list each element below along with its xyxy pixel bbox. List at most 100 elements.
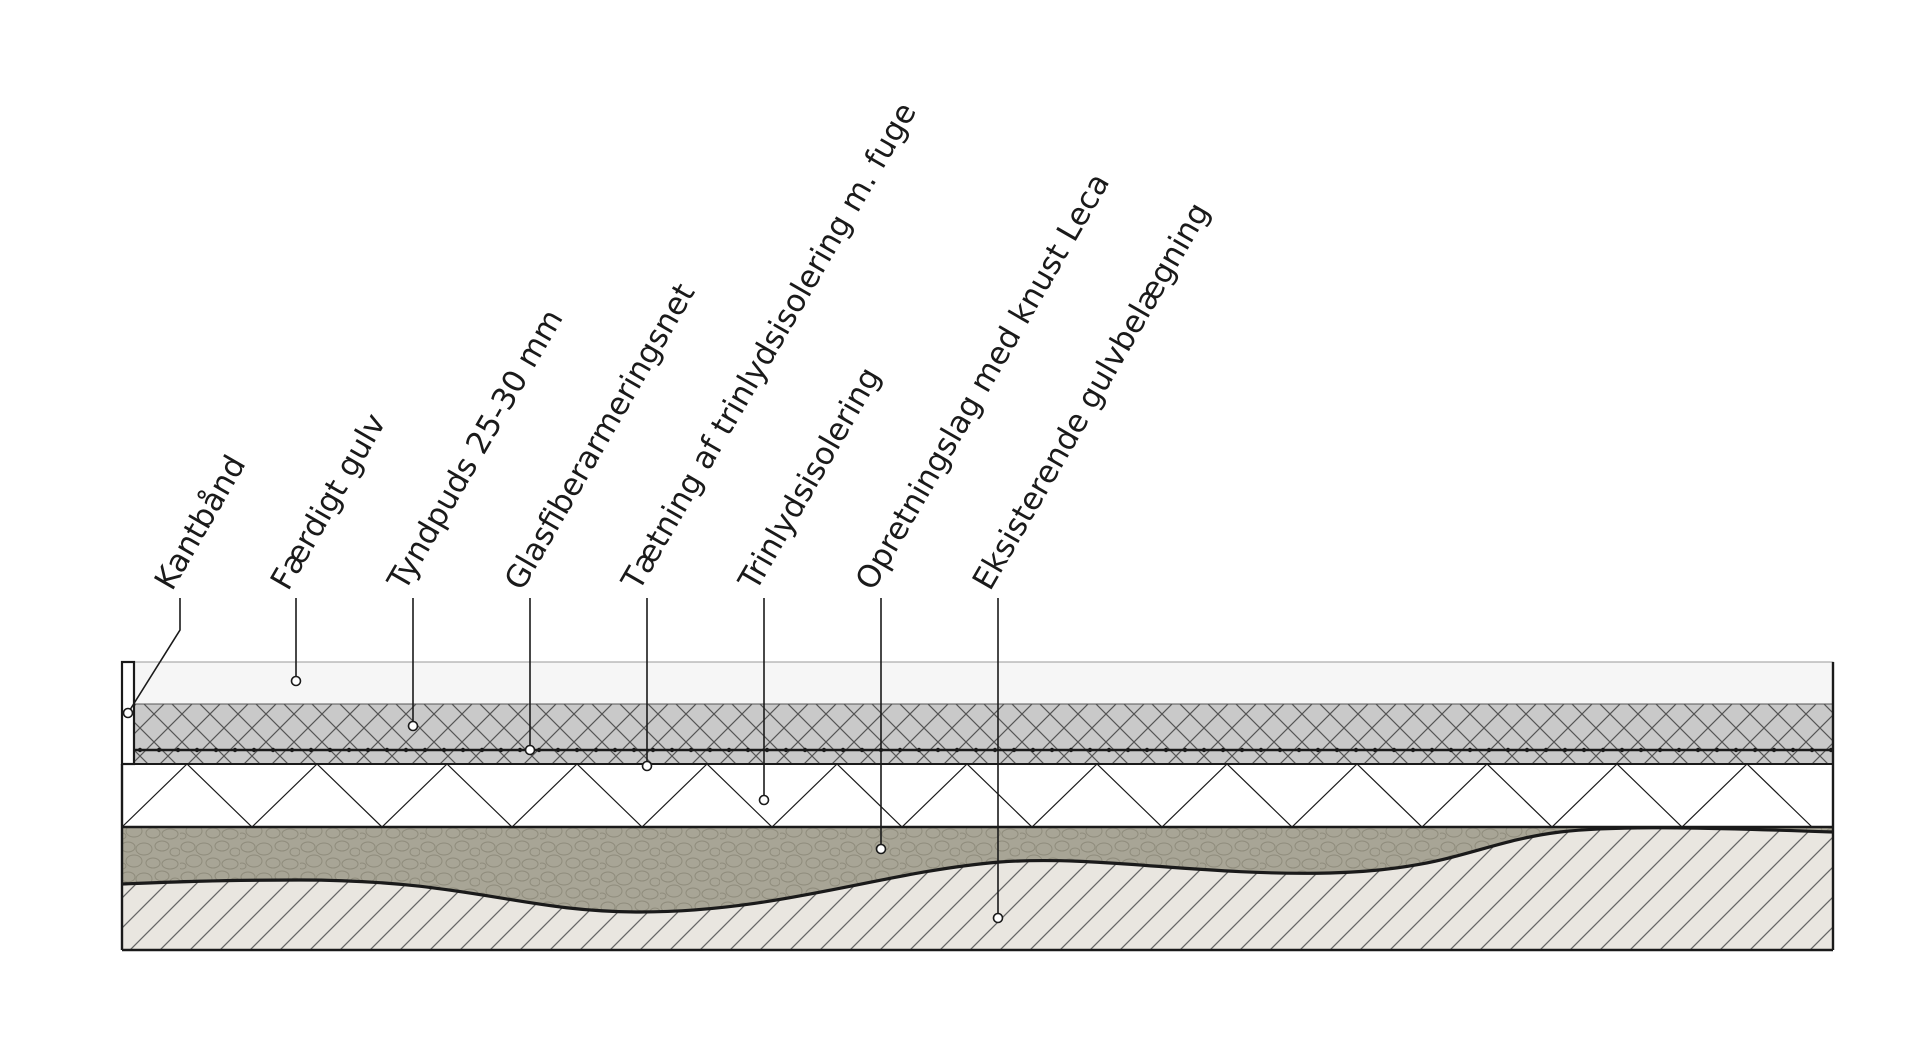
mesh-dot xyxy=(1315,747,1321,753)
mesh-dot xyxy=(783,747,789,753)
mesh-dot xyxy=(1467,747,1473,753)
mesh-dot xyxy=(327,747,333,753)
mesh-dot xyxy=(1068,747,1074,753)
mesh-dot xyxy=(1752,747,1758,753)
mesh-dot xyxy=(1505,747,1511,753)
leader-dot-eksisterende xyxy=(992,912,1004,924)
mesh-dot xyxy=(1638,747,1644,753)
mesh-dot xyxy=(251,747,257,753)
mesh-dot xyxy=(194,747,200,753)
mesh-dot xyxy=(555,747,561,753)
mesh-dot xyxy=(1011,747,1017,753)
mesh-dot xyxy=(1714,747,1720,753)
mesh-dot xyxy=(137,747,143,753)
label-eksisterende: Eksisterende gulvbelægning xyxy=(966,197,1217,596)
mesh-dot xyxy=(1030,747,1036,753)
mesh-dot xyxy=(1277,747,1283,753)
mesh-dot xyxy=(859,747,865,753)
mesh-dot xyxy=(764,747,770,753)
mesh-dot xyxy=(1524,747,1530,753)
mesh-dot xyxy=(498,747,504,753)
mesh-dot xyxy=(1581,747,1587,753)
mesh-dot xyxy=(1239,747,1245,753)
mesh-dot xyxy=(460,747,466,753)
mesh-dot xyxy=(1353,747,1359,753)
mesh-dot xyxy=(1391,747,1397,753)
mesh-dot xyxy=(232,747,238,753)
mesh-dot xyxy=(992,747,998,753)
mesh-dot xyxy=(175,747,181,753)
mesh-dot xyxy=(745,747,751,753)
label-faerdigt-gulv: Færdigt gulv xyxy=(264,408,394,596)
mesh-dot xyxy=(1125,747,1131,753)
mesh-dot xyxy=(726,747,732,753)
mesh-dot xyxy=(1695,747,1701,753)
leca-existing-interface xyxy=(121,826,1834,914)
mesh-dot xyxy=(441,747,447,753)
leader-dot-tyndpuds xyxy=(407,720,419,732)
mesh-dot xyxy=(1410,747,1416,753)
mesh-dot xyxy=(365,747,371,753)
mesh-dot xyxy=(1163,747,1169,753)
label-opretningslag: Opretningslag med knust Leca xyxy=(849,167,1117,596)
mesh-dot xyxy=(1087,747,1093,753)
mesh-dot xyxy=(156,747,162,753)
mesh-dot xyxy=(1296,747,1302,753)
mesh-dot xyxy=(213,747,219,753)
mesh-dot xyxy=(1543,747,1549,753)
mesh-dot xyxy=(574,747,580,753)
mesh-dot xyxy=(403,747,409,753)
leader-line-kantband xyxy=(127,598,181,714)
mesh-dot xyxy=(479,747,485,753)
mesh-dot xyxy=(1790,747,1796,753)
mesh-dot xyxy=(1372,747,1378,753)
mesh-dot xyxy=(517,747,523,753)
mesh-dot xyxy=(422,747,428,753)
mesh-dot xyxy=(1562,747,1568,753)
mesh-dot xyxy=(650,747,656,753)
mesh-dot xyxy=(1201,747,1207,753)
mesh-dot xyxy=(1676,747,1682,753)
mesh-dot xyxy=(840,747,846,753)
mesh-dot xyxy=(536,747,542,753)
mesh-dot xyxy=(1619,747,1625,753)
mesh-dot xyxy=(308,747,314,753)
mesh-dot xyxy=(688,747,694,753)
mesh-dot xyxy=(935,747,941,753)
mesh-dot xyxy=(1106,747,1112,753)
mesh-dot xyxy=(270,747,276,753)
mesh-dot xyxy=(1049,747,1055,753)
mesh-dot xyxy=(973,747,979,753)
mesh-dot xyxy=(707,747,713,753)
layer-screed-hatch xyxy=(134,704,1833,764)
mesh-dot xyxy=(1771,747,1777,753)
label-kantband: Kantbånd xyxy=(148,449,253,596)
mesh-dot xyxy=(1809,747,1815,753)
mesh-dot xyxy=(631,747,637,753)
insulation-zigzag xyxy=(121,763,1813,828)
mesh-dot xyxy=(916,747,922,753)
leader-dot-taetning xyxy=(641,760,653,772)
mesh-dot xyxy=(593,747,599,753)
mesh-dot xyxy=(1600,747,1606,753)
mesh-dot xyxy=(1258,747,1264,753)
mesh-dot xyxy=(1657,747,1663,753)
mesh-dot xyxy=(954,747,960,753)
glass-fiber-mesh xyxy=(134,747,1834,753)
leader-dot-faerdigt-gulv xyxy=(290,675,302,687)
mesh-dot xyxy=(346,747,352,753)
leader-dot-trinlydsisolering xyxy=(758,794,770,806)
mesh-dot xyxy=(1182,747,1188,753)
mesh-dot xyxy=(289,747,295,753)
mesh-dot xyxy=(897,747,903,753)
mesh-dot xyxy=(669,747,675,753)
mesh-dot xyxy=(1733,747,1739,753)
leader-dot-kantband xyxy=(122,707,134,719)
mesh-dot xyxy=(384,747,390,753)
mesh-dot xyxy=(1486,747,1492,753)
mesh-dot xyxy=(1429,747,1435,753)
mesh-dot xyxy=(1220,747,1226,753)
mesh-dot xyxy=(821,747,827,753)
mesh-dot xyxy=(1334,747,1340,753)
